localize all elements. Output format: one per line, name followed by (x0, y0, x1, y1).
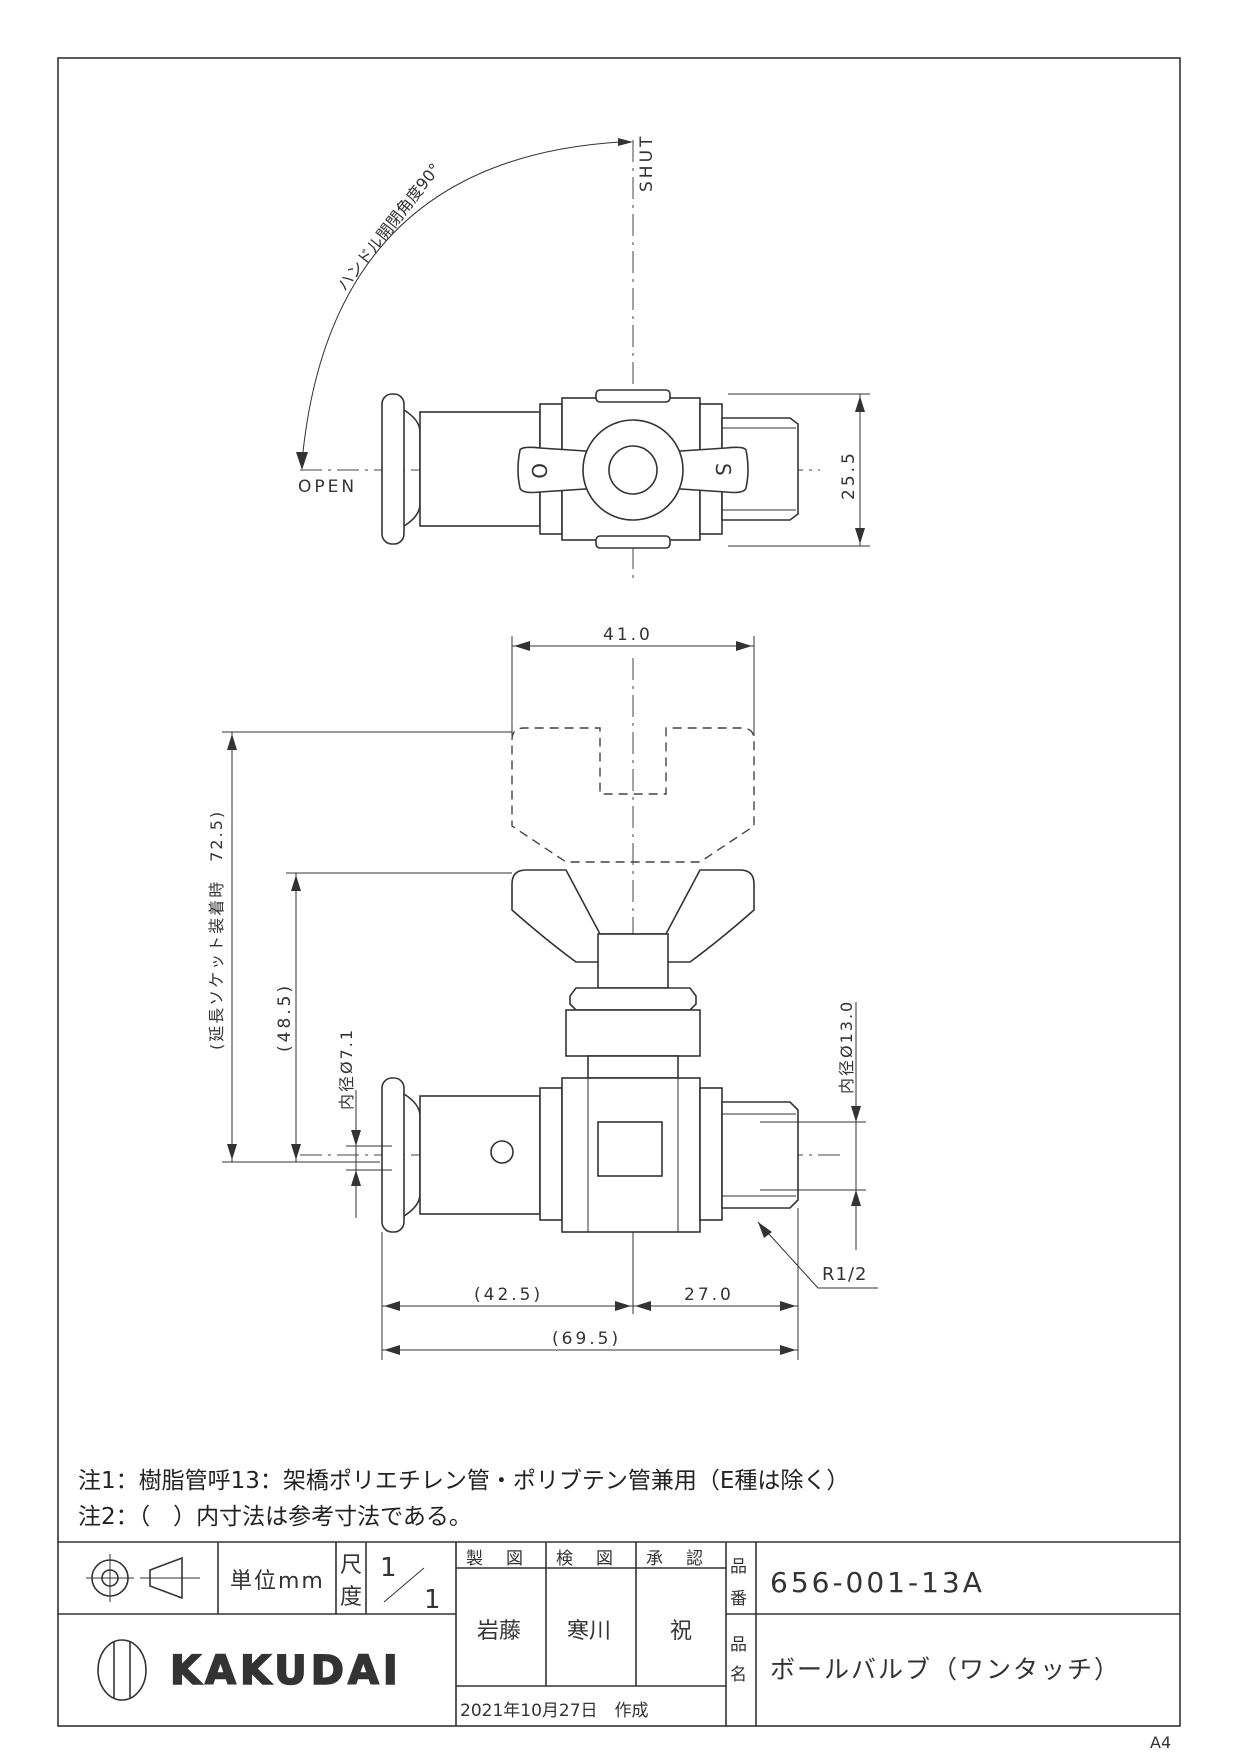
scale-denominator: 1 (424, 1585, 441, 1615)
dim-69-5: (69.5) (552, 1329, 621, 1349)
unit: 単位mm (230, 1569, 325, 1594)
front-right-thread (721, 1101, 799, 1209)
part-number: 656-001-13A (770, 1566, 985, 1599)
top-handle-right-wing (665, 446, 749, 494)
top-right-thread (721, 417, 799, 521)
top-view: SHUT ハンドル開閉角度90° OPEN O S (296, 134, 870, 582)
projection-symbol (86, 1554, 200, 1602)
front-stem (597, 933, 669, 989)
approved-by: 祝 (670, 1619, 692, 1644)
open-label: OPEN (298, 477, 357, 497)
checked-label: 検 図 (556, 1549, 616, 1569)
drawing-date: 2021年10月27日 作成 (460, 1701, 649, 1721)
title-block: 単位mm 尺 度 1 1 製 図 検 図 承 認 岩藤 寒川 祝 2021年10… (58, 1541, 1180, 1726)
scale-label-1: 尺 (340, 1553, 362, 1578)
shut-arrowhead (618, 138, 633, 146)
handle-angle-label: ハンドル開閉角度90° (333, 160, 444, 295)
handle-angle-arc (301, 141, 621, 463)
drawn-label: 製 図 (466, 1549, 526, 1569)
note-2: 注2：（ ）内寸法は参考寸法である。 (78, 1504, 472, 1530)
handle-mark-o: O (527, 463, 551, 479)
drawn-by: 岩藤 (477, 1619, 521, 1644)
sheet-border (57, 57, 1181, 1727)
dim-48-5: (48.5) (275, 983, 295, 1052)
kakudai-logo: KAKUDAI (97, 1639, 402, 1701)
dim-inner-7-1: 内径Ø7.1 (337, 1028, 356, 1110)
front-left-socket (419, 1095, 541, 1215)
shut-label: SHUT (637, 134, 657, 192)
front-valve-window (597, 1121, 663, 1177)
thread-leader (757, 1221, 878, 1289)
front-view: 41.0 (延長ソケット装着時 72.5) (207, 625, 878, 1360)
front-hex-nut (569, 987, 697, 1011)
dim-42-5: (42.5) (474, 1285, 543, 1305)
front-handle (511, 869, 755, 963)
dim-72-5: (延長ソケット装着時 72.5) (207, 810, 226, 1050)
checked-by: 寒川 (567, 1619, 611, 1644)
dim-27-0: 27.0 (684, 1285, 734, 1305)
dim-41: 41.0 (603, 625, 653, 645)
approved-label: 承 認 (646, 1549, 706, 1569)
paper-size: A4 (1150, 1733, 1171, 1752)
part-name-label-2: 名 (730, 1665, 747, 1685)
front-left-flange (381, 1077, 405, 1233)
open-arrowhead (296, 452, 308, 470)
top-handle-left-wing (517, 446, 601, 494)
note-1: 注1：樹脂管呼13：架橋ポリエチレン管・ポリブテン管兼用（E種は除く） (78, 1468, 849, 1494)
dim-25-5: 25.5 (839, 450, 859, 500)
top-handle-stem (608, 445, 658, 495)
front-inspection-hole (490, 1140, 514, 1164)
top-left-flange (381, 393, 405, 545)
scale-numerator: 1 (380, 1553, 397, 1583)
part-name-label-1: 品 (730, 1635, 747, 1655)
brand-name: KAKUDAI (170, 1648, 402, 1694)
part-name: ボールバルブ（ワンタッチ） (770, 1655, 1121, 1684)
scale-label-2: 度 (340, 1585, 362, 1610)
part-no-label-2: 番 (730, 1589, 747, 1609)
handle-mark-s: S (711, 463, 735, 476)
thread-label: R1/2 (822, 1264, 867, 1285)
dim-inner-13-0: 内径Ø13.0 (837, 1000, 856, 1094)
part-no-label-1: 品 (730, 1557, 747, 1577)
